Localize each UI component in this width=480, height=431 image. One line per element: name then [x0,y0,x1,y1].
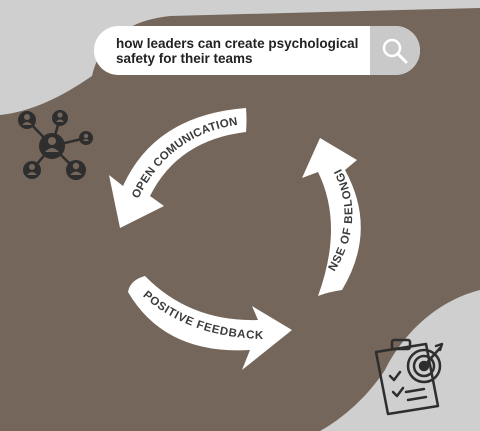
network-people-icon [18,110,93,180]
search-icon [382,38,408,63]
search-query-text[interactable]: how leaders can create psychological saf… [116,36,359,66]
target-checklist-icon [374,338,444,416]
search-bar[interactable]: how leaders can create psychological saf… [94,26,420,75]
search-button[interactable] [370,26,420,75]
arrow-positive-feedback: POSITIVE FEEDBACK [128,276,292,370]
arrow-open-communication: OPEN COMUNICATION [109,108,247,228]
